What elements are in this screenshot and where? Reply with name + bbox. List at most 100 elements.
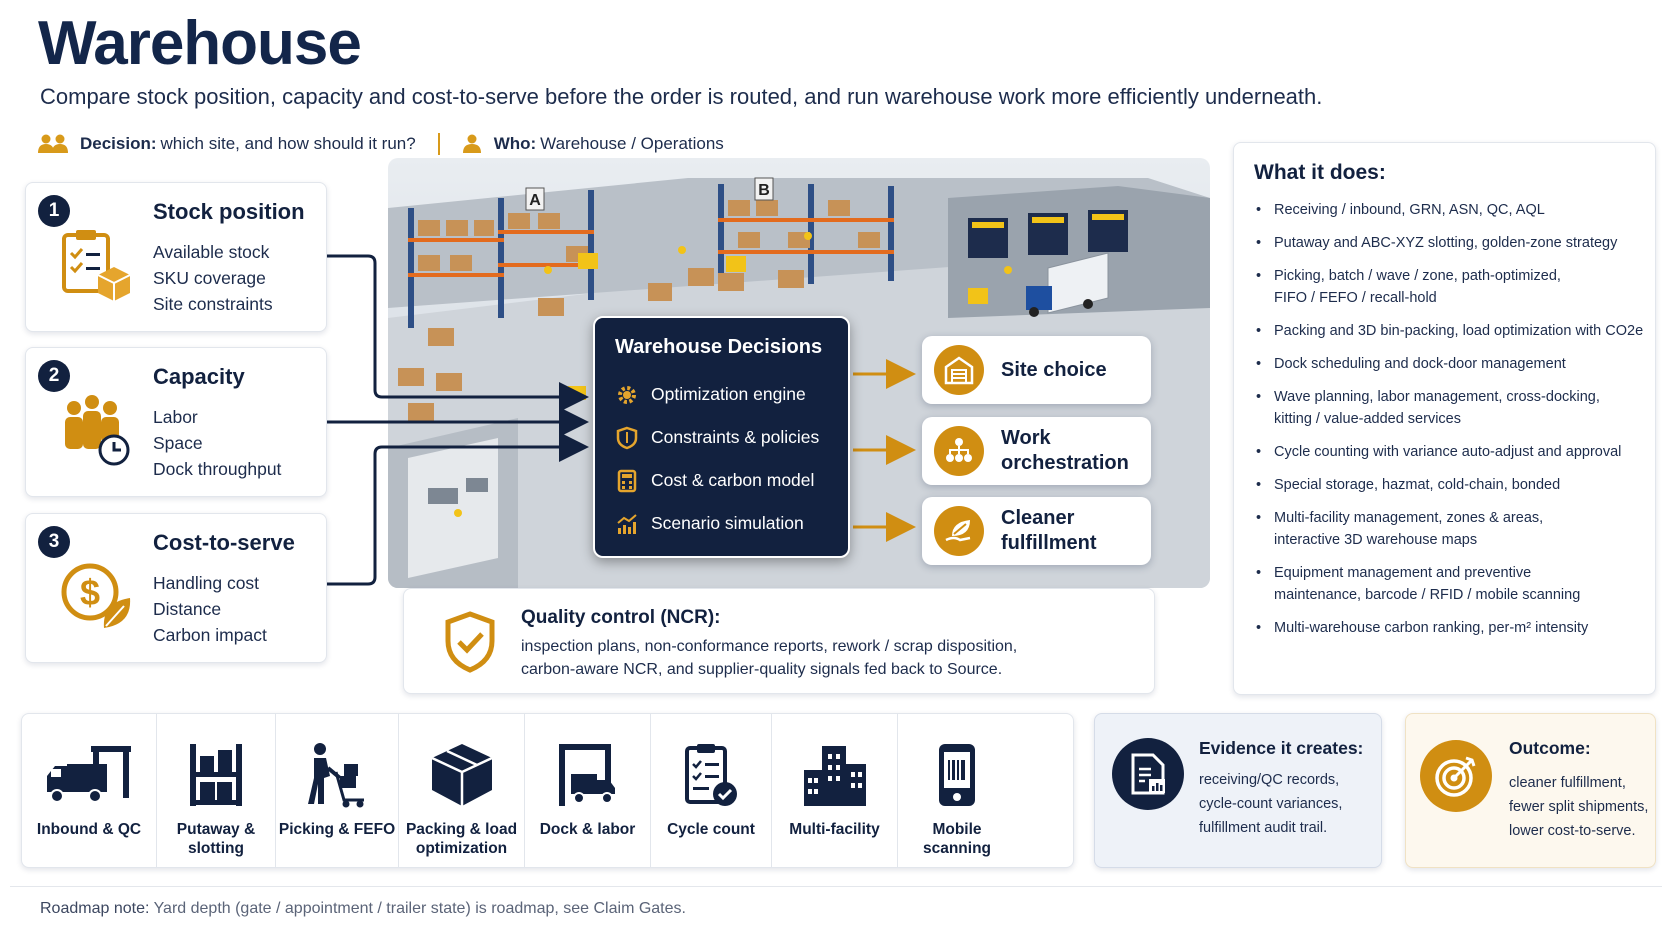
capability-label: Picking & FEFO [278, 821, 396, 838]
target-icon [1420, 740, 1492, 812]
card-line: Labor [153, 407, 198, 427]
person-icon [462, 134, 481, 153]
quality-text: inspection plans, non-conformance report… [521, 635, 1131, 681]
what-it-does-panel: What it does: Receiving / inbound, GRN, … [1233, 142, 1656, 695]
decision-item-label: Optimization engine [651, 384, 806, 404]
capability-label: Inbound & QC [36, 821, 142, 838]
footer-divider [10, 886, 1662, 887]
capability-label: Multi-facility [789, 821, 880, 838]
capability-inbound-qc: Inbound & QC [22, 714, 157, 867]
capability-multi-facility: Multi-facility [772, 714, 898, 867]
meta-row: Decision: which site, and how should it … [38, 133, 724, 155]
card-title: Cost-to-serve [153, 530, 295, 555]
step-number: 3 [38, 526, 70, 558]
feature-item: Packing and 3D bin-packing, load optimiz… [1254, 320, 1649, 342]
feature-item: Receiving / inbound, GRN, ASN, QC, AQL [1254, 199, 1649, 221]
decision-label: Decision: [80, 134, 157, 153]
feature-item: Multi-warehouse carbon ranking, per-m² i… [1254, 617, 1649, 639]
warehouse-icon [934, 345, 984, 395]
evidence-card: Evidence it creates: receiving/QC record… [1094, 713, 1382, 868]
leaf-hand-icon [934, 506, 984, 556]
svg-text:$: $ [80, 572, 100, 613]
feature-item: Putaway and ABC-XYZ slotting, golden-zon… [1254, 232, 1649, 254]
page-title: Warehouse [38, 9, 362, 78]
meta-divider [437, 133, 440, 155]
card-line: Handling cost [153, 573, 260, 593]
card-line: Carbon impact [153, 625, 267, 645]
roadmap-note: Roadmap note: Yard depth (gate / appoint… [40, 900, 686, 918]
decision-item-label: Constraints & policies [651, 427, 820, 447]
package-icon [430, 744, 493, 806]
card-lines: Handling cost Distance Carbon impact [153, 570, 267, 648]
evidence-text: receiving/QC records,cycle-count varianc… [1199, 772, 1343, 836]
capability-label: Mobile scanning [922, 821, 992, 857]
card-line: Available stock [153, 242, 270, 262]
clipboard-box-icon [62, 230, 131, 301]
feature-list: Receiving / inbound, GRN, ASN, QC, AQL P… [1254, 199, 1649, 650]
document-chart-icon [1112, 738, 1184, 810]
quality-title: Quality control (NCR): [521, 607, 721, 628]
capability-strip: Inbound & QC Putaway &slotting Picking &… [21, 713, 1074, 868]
card-lines: Available stock SKU coverage Site constr… [153, 239, 273, 317]
step-number: 2 [38, 360, 70, 392]
what-it-does-title: What it does: [1254, 161, 1386, 184]
buildings-icon [803, 746, 866, 806]
input-card-cost-to-serve: 3 $ Cost-to-serve Handling cost Distance… [25, 513, 327, 663]
decision-item: Optimization engine [615, 373, 828, 416]
outcome-card-site-choice: Site choice [922, 336, 1151, 404]
capability-mobile-scanning: Mobile scanning [898, 714, 1016, 867]
feature-item: Dock scheduling and dock-door management [1254, 353, 1649, 375]
truck-dock-icon [47, 746, 131, 803]
outcome-label: Cleaner fulfillment [1001, 506, 1097, 556]
shield-check-icon [445, 611, 495, 673]
feature-item: Wave planning, labor management, cross-d… [1254, 386, 1649, 430]
decisions-title: Warehouse Decisions [615, 336, 823, 358]
outcome-text: cleaner fulfillment,fewer split shipment… [1509, 775, 1649, 839]
aisle-a-label: A [529, 192, 541, 209]
warehouse-decisions-panel: Warehouse Decisions Optimization engine … [593, 316, 850, 558]
outcome-label-line: fulfillment [1001, 532, 1097, 554]
outcome-card-cleaner-fulfillment: Cleaner fulfillment [922, 497, 1151, 565]
feature-item: Multi-facility management, zones & areas… [1254, 507, 1649, 551]
people-icon [38, 134, 68, 153]
card-line: Distance [153, 599, 222, 619]
people-clock-icon [65, 395, 130, 466]
outcome-title: Outcome: [1509, 738, 1591, 758]
feature-item: Picking, batch / wave / zone, path-optim… [1254, 265, 1649, 309]
feature-item: Special storage, hazmat, cold-chain, bon… [1254, 474, 1649, 496]
card-line: Space [153, 433, 203, 453]
card-title: Capacity [153, 364, 245, 389]
input-card-capacity: 2 Capacity Labor Space Dock throughput [25, 347, 327, 497]
outcome-card-work-orchestration: Work orchestration [922, 417, 1151, 485]
card-title: Stock position [153, 199, 305, 224]
capability-putaway-slotting: Putaway &slotting [157, 714, 276, 867]
evidence-title: Evidence it creates: [1199, 738, 1364, 758]
chart-trend-icon [617, 513, 637, 534]
outcome-label-line: Site choice [1001, 358, 1107, 381]
checklist-icon [685, 744, 737, 806]
aisle-b-label: B [758, 182, 770, 199]
phone-barcode-icon [939, 744, 975, 806]
decision-item: Scenario simulation [615, 502, 828, 545]
outcome-label: Work orchestration [1001, 426, 1129, 476]
capability-label: Cycle count [667, 821, 755, 838]
decision-item: Cost & carbon model [615, 459, 828, 502]
input-card-stock-position: 1 Stock position Available stock SKU cov… [25, 182, 327, 332]
who-label: Who: [493, 134, 537, 153]
gear-icon [618, 385, 636, 404]
quality-line: inspection plans, non-conformance report… [521, 638, 1018, 655]
picker-cart-icon [308, 743, 364, 808]
step-number: 1 [38, 195, 70, 227]
card-line: Dock throughput [153, 459, 282, 479]
decision-text: which site, and how should it run? [160, 134, 416, 153]
outcome-label-line: Cleaner [1001, 507, 1075, 529]
capability-picking-fefo: Picking & FEFO [276, 714, 399, 867]
page-subtitle: Compare stock position, capacity and cos… [40, 84, 1323, 109]
card-line: Site constraints [153, 294, 273, 314]
outcome-label: Site choice [1001, 358, 1107, 383]
card-line: SKU coverage [153, 268, 266, 288]
outcome-label-line: Work [1001, 427, 1051, 449]
capability-label: Dock & labor [539, 821, 636, 838]
